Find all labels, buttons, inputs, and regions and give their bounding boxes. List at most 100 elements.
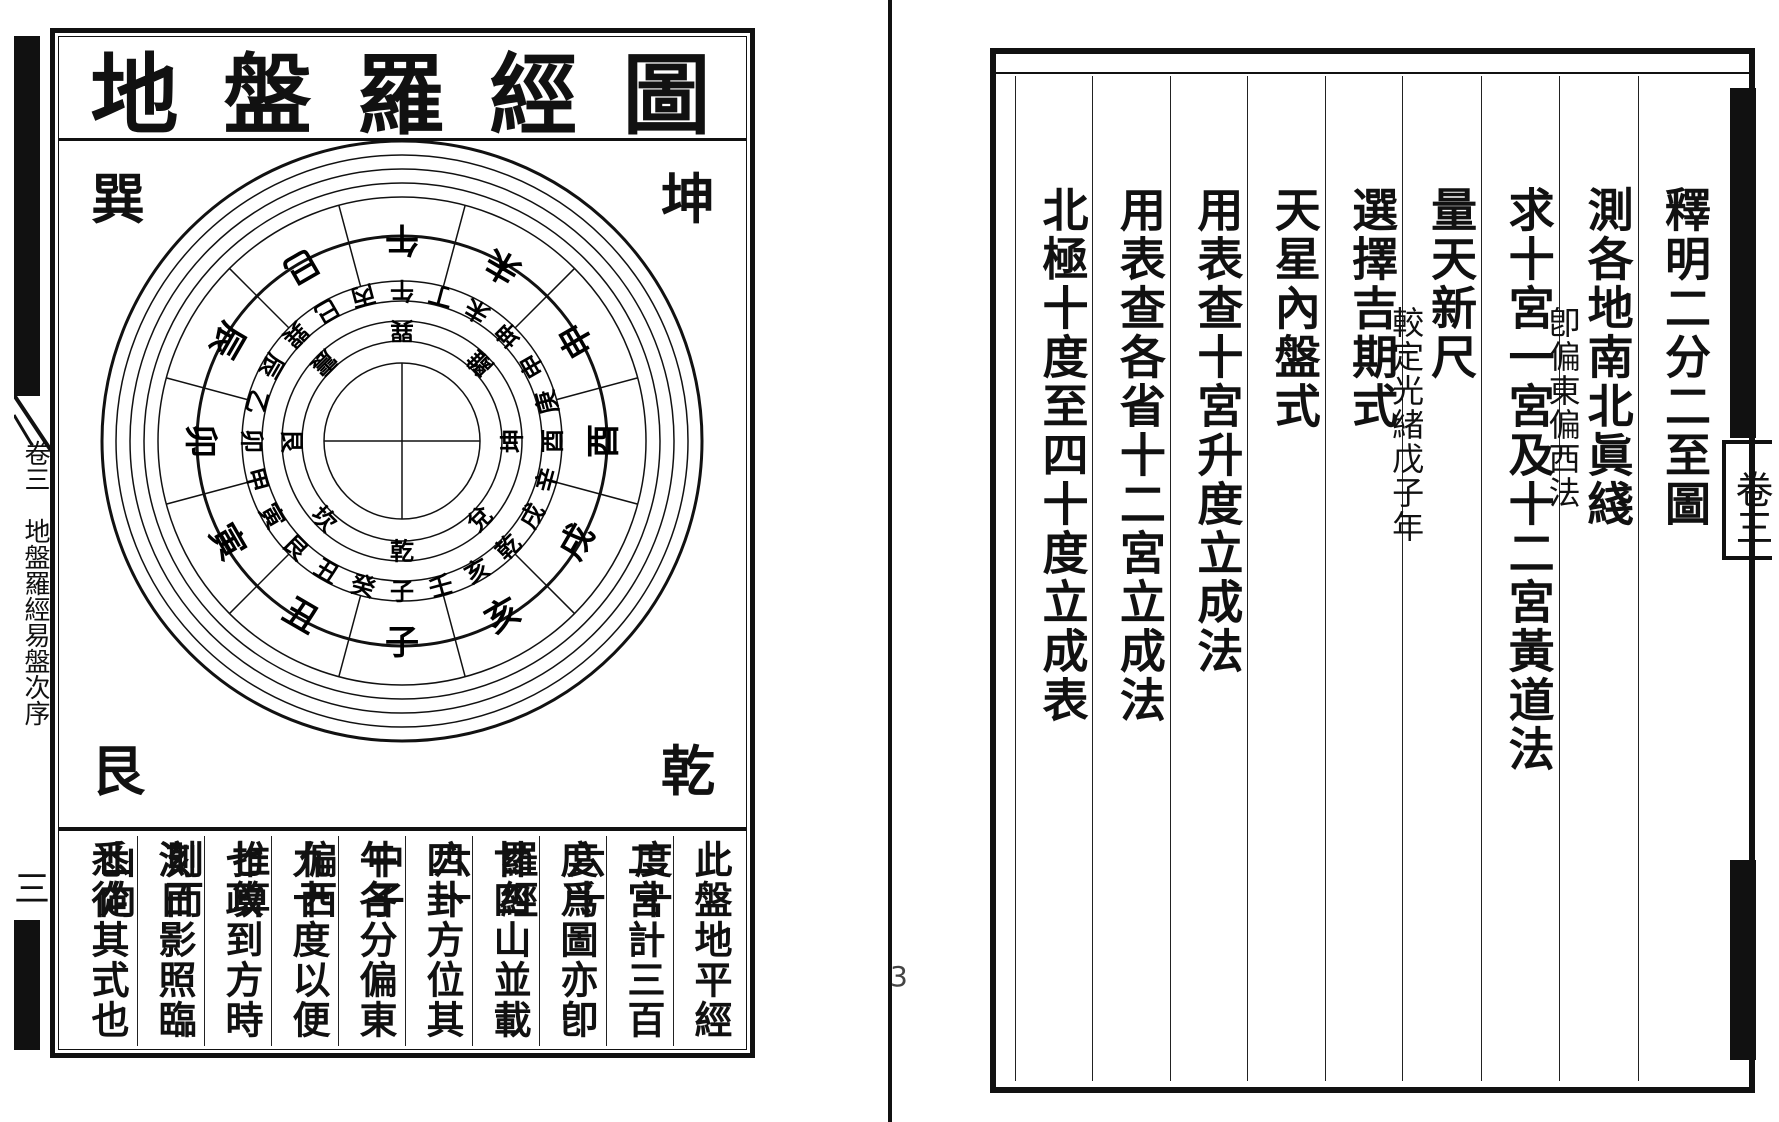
text-column: 測日影照臨山向 bbox=[92, 836, 204, 1046]
book-gutter bbox=[888, 0, 892, 1122]
text-column: 度爲圖亦卽羅經 bbox=[494, 836, 606, 1046]
text-column: 廿四山並載六十 bbox=[427, 836, 539, 1046]
compass-division bbox=[228, 267, 290, 329]
compass-division bbox=[556, 481, 638, 505]
compass-division bbox=[166, 377, 248, 401]
branch-label: 酉 bbox=[584, 424, 624, 458]
toc-entry-note: 卽偏東偏西法 bbox=[1543, 306, 1582, 510]
corner-top-left: 巽 bbox=[91, 167, 145, 231]
compass-ring bbox=[129, 168, 675, 714]
toc-entry-title: 用表查十宮升度立成法 bbox=[1190, 186, 1245, 676]
compass-division bbox=[514, 267, 576, 329]
compass-division bbox=[442, 205, 466, 287]
toc-entry-note: 較定光緒戊子年 bbox=[1387, 306, 1426, 544]
compass-ring bbox=[143, 182, 661, 700]
mountain-label: 寅 bbox=[254, 498, 291, 533]
trigram-label: 乾 bbox=[390, 537, 414, 566]
mountain-label: 申 bbox=[513, 348, 550, 383]
corner-bottom-right: 乾 bbox=[661, 739, 715, 803]
mountain-label: 子 bbox=[390, 577, 414, 606]
mountain-label: 戌 bbox=[513, 498, 550, 533]
gutter-page-number: 3 bbox=[890, 960, 908, 993]
corner-top-right: 坤 bbox=[661, 167, 715, 231]
explanation-text: 此盤地平經度十 二宮計三百六十 度爲圖亦卽羅經 廿四山並載六十 四卦方位其中子 … bbox=[66, 836, 740, 1046]
text-column: 悉從其式也 bbox=[85, 840, 130, 1040]
compass-ring bbox=[281, 320, 523, 562]
branch-label: 子 bbox=[385, 623, 419, 663]
toc-entry-title: 用表查各省十二宮立成法 bbox=[1112, 186, 1167, 725]
margin-page-number: 三 bbox=[14, 869, 51, 910]
right-margin-tab bbox=[1722, 440, 1772, 560]
mountain-label: 午 bbox=[390, 277, 414, 306]
right-margin-bar-bottom bbox=[1730, 860, 1756, 1060]
compass-ring bbox=[157, 196, 647, 686]
compass-division bbox=[338, 205, 362, 287]
branch-label: 午 bbox=[385, 219, 419, 259]
compass-division bbox=[556, 377, 638, 401]
toc-entry: 量天新尺較定光緒戊子年 bbox=[1387, 76, 1481, 1081]
left-margin-fold bbox=[12, 393, 56, 457]
toc-entry-title: 測各地南北眞綫 bbox=[1580, 186, 1635, 529]
toc-entry-title: 釋明二分二至圖 bbox=[1658, 186, 1712, 529]
branch-label: 未 bbox=[478, 240, 527, 292]
right-page-frame bbox=[990, 48, 1755, 1093]
toc-entry: 用表查十宮升度立成法 bbox=[1169, 76, 1247, 1081]
mountain-label: 酉 bbox=[538, 429, 567, 453]
branch-label: 寅 bbox=[201, 517, 253, 566]
toc-entry-title: 量天新尺 bbox=[1424, 186, 1479, 382]
text-column: 午各分偏東偏西 bbox=[293, 836, 405, 1046]
branch-label: 亥 bbox=[478, 590, 527, 642]
toc-entry: 用表查各省十二宮立成法 bbox=[1092, 76, 1169, 1081]
text-column: 此盤地平經度十 bbox=[628, 836, 740, 1046]
text-column: 四卦方位其中子 bbox=[360, 836, 472, 1046]
margin-section-label: 卷三 地盤羅經易盤次序 bbox=[20, 440, 50, 726]
left-page-frame bbox=[50, 28, 755, 1058]
toc-entry: 求十宮一宮及十二宮黃道法 bbox=[1481, 76, 1558, 1081]
branch-label: 巳 bbox=[276, 240, 325, 292]
toc-entry-title: 選擇吉期式 bbox=[1345, 186, 1400, 431]
compass-division bbox=[166, 481, 248, 505]
luopan-compass-diagram: 子丑寅卯辰巳午未申酉戌亥子癸丑艮寅甲卯乙辰巽巳丙午丁未坤申庚酉辛戌乾亥壬乾坎艮震… bbox=[100, 141, 704, 743]
trigram-label: 艮 bbox=[278, 429, 307, 454]
compass-division bbox=[514, 553, 576, 615]
compass-ring bbox=[301, 340, 503, 542]
toc-entry-title: 北極十度至四十度立成表 bbox=[1035, 186, 1090, 725]
title-character: 經 bbox=[489, 43, 582, 147]
compass-division bbox=[442, 595, 466, 677]
trigram-label: 離 bbox=[461, 344, 498, 381]
mountain-label: 卯 bbox=[238, 429, 267, 453]
toc-entry: 釋明二分二至圖 bbox=[1637, 76, 1715, 1081]
mountain-label: 亥 bbox=[459, 552, 494, 589]
mountain-label: 辰 bbox=[254, 348, 291, 383]
compass-division bbox=[338, 595, 362, 677]
toc-entry-title: 天星內盤式 bbox=[1267, 186, 1322, 431]
right-margin-mark: 卷三 bbox=[1729, 470, 1773, 546]
right-margin-bar bbox=[1730, 88, 1756, 438]
title-box bbox=[58, 36, 747, 141]
branch-label: 卯 bbox=[180, 424, 220, 458]
compass-ring bbox=[195, 234, 609, 648]
compass-ring bbox=[100, 141, 704, 743]
trigram-label: 坎 bbox=[305, 500, 342, 537]
table-of-contents: 釋明二分二至圖測各地南北眞綫卽偏東偏西法求十宮一宮及十二宮黃道法量天新尺較定光緒… bbox=[1015, 76, 1715, 1081]
text-column: 二宮計三百六十 bbox=[561, 836, 673, 1046]
text-column: 九十度以便推算 bbox=[226, 836, 338, 1046]
compass-ring bbox=[241, 280, 563, 602]
toc-entry: 測各地南北眞綫卽偏東偏西法 bbox=[1544, 76, 1638, 1081]
left-margin-bar bbox=[14, 36, 40, 396]
title-character: 盤 bbox=[223, 43, 316, 147]
left-margin-bar-bottom bbox=[14, 920, 40, 1050]
toc-entry-title: 求十宮一宮及十二宮黃道法 bbox=[1501, 186, 1556, 774]
mountain-label: 巳 bbox=[309, 293, 344, 330]
compass-division bbox=[228, 553, 290, 615]
text-column: 七政到方時刻而 bbox=[159, 836, 271, 1046]
toc-entry: 天星內盤式 bbox=[1247, 76, 1324, 1081]
toc-entry: 北極十度至四十度立成表 bbox=[1015, 76, 1092, 1081]
left-page-inner-frame bbox=[58, 36, 747, 1050]
title-character: 羅 bbox=[356, 43, 449, 147]
compass-ring bbox=[261, 300, 543, 582]
trigram-label: 巽 bbox=[390, 317, 414, 346]
branch-label: 辰 bbox=[201, 315, 253, 364]
trigram-label: 坤 bbox=[498, 429, 527, 453]
title-character: 地 bbox=[90, 43, 183, 147]
